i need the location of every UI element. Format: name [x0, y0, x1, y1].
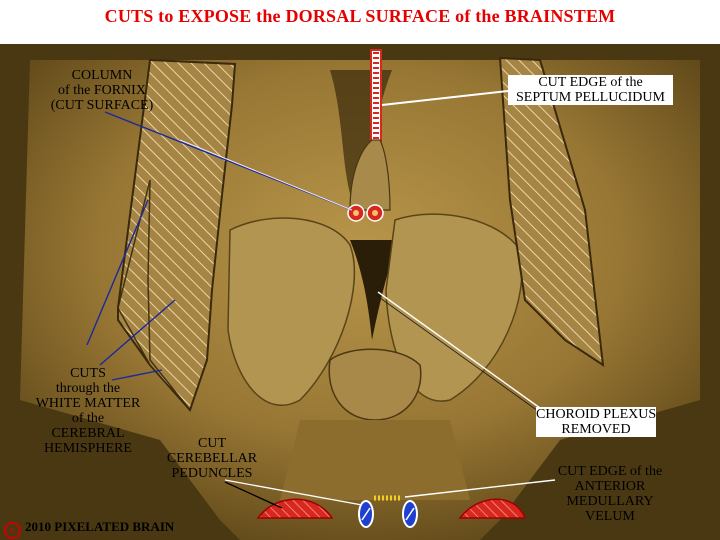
fornix-column	[349, 139, 391, 211]
right-peduncle-cut	[458, 498, 527, 519]
label-septum: CUT EDGE of the SEPTUM PELLUCIDUM	[508, 75, 673, 105]
label-septum-line2: SEPTUM PELLUCIDUM	[516, 90, 665, 105]
leader-choroid-dark	[375, 294, 539, 412]
label-white-matter-line3: WHITE MATTER	[35, 396, 141, 411]
label-choroid-line1: CHOROID PLEXUS	[536, 407, 657, 422]
left-peduncle-cut	[256, 498, 334, 519]
label-peduncles-line1: CUT	[198, 436, 226, 451]
label-white-matter: CUTS through the WHITE MATTER of the CER…	[18, 366, 158, 456]
label-peduncles: CUT CEREBELLAR PEDUNCLES	[152, 436, 272, 481]
label-fornix-line3: (CUT SURFACE)	[50, 98, 154, 113]
label-peduncles-line2: CEREBELLAR	[166, 451, 258, 466]
leader-cuts-3	[111, 369, 163, 381]
leader-choroid	[377, 291, 541, 409]
label-fornix-line2: of the FORNIX	[58, 83, 146, 98]
fourth-ventricle-shadow	[350, 240, 398, 340]
label-white-matter-line1: CUTS	[70, 366, 106, 381]
label-fornix-line1: COLUMN	[71, 68, 133, 83]
leader-peduncle-left	[224, 481, 283, 509]
label-velum: CUT EDGE of the ANTERIOR MEDULLARY VELUM	[540, 464, 680, 524]
label-velum-line3: MEDULLARY	[566, 494, 654, 509]
copyright-icon: c	[4, 522, 21, 539]
copyright: c 2010 PIXELATED BRAIN	[4, 519, 174, 539]
brainstem-lower	[280, 420, 470, 500]
copyright-text: 2010 PIXELATED BRAIN	[25, 519, 175, 534]
label-white-matter-line4: of the	[71, 411, 105, 426]
label-choroid-line2: REMOVED	[561, 422, 631, 437]
diagram-title: CUTS to EXPOSE the DORSAL SURFACE of the…	[104, 6, 616, 26]
colliculi	[328, 348, 422, 421]
leader-fornix-white	[179, 139, 353, 211]
label-peduncles-line3: PEDUNCLES	[171, 466, 253, 481]
label-velum-line2: ANTERIOR	[574, 479, 646, 494]
label-septum-line1: CUT EDGE of the	[538, 75, 643, 90]
label-velum-line1: CUT EDGE of the	[557, 464, 663, 479]
left-thalamus	[227, 217, 356, 406]
label-velum-line4: VELUM	[585, 509, 635, 524]
label-white-matter-line5: CEREBRAL	[51, 426, 125, 441]
leader-velum	[404, 479, 556, 498]
label-white-matter-line2: through the	[55, 381, 121, 396]
leader-cuts-1	[86, 199, 149, 346]
label-white-matter-line6: HEMISPHERE	[44, 441, 132, 456]
label-choroid: CHOROID PLEXUS REMOVED	[536, 407, 656, 437]
leader-peduncle-blue	[224, 479, 363, 506]
left-cut-surface-inner	[117, 179, 191, 411]
label-fornix: COLUMN of the FORNIX (CUT SURFACE)	[42, 68, 162, 113]
leader-cuts-2	[99, 299, 176, 366]
